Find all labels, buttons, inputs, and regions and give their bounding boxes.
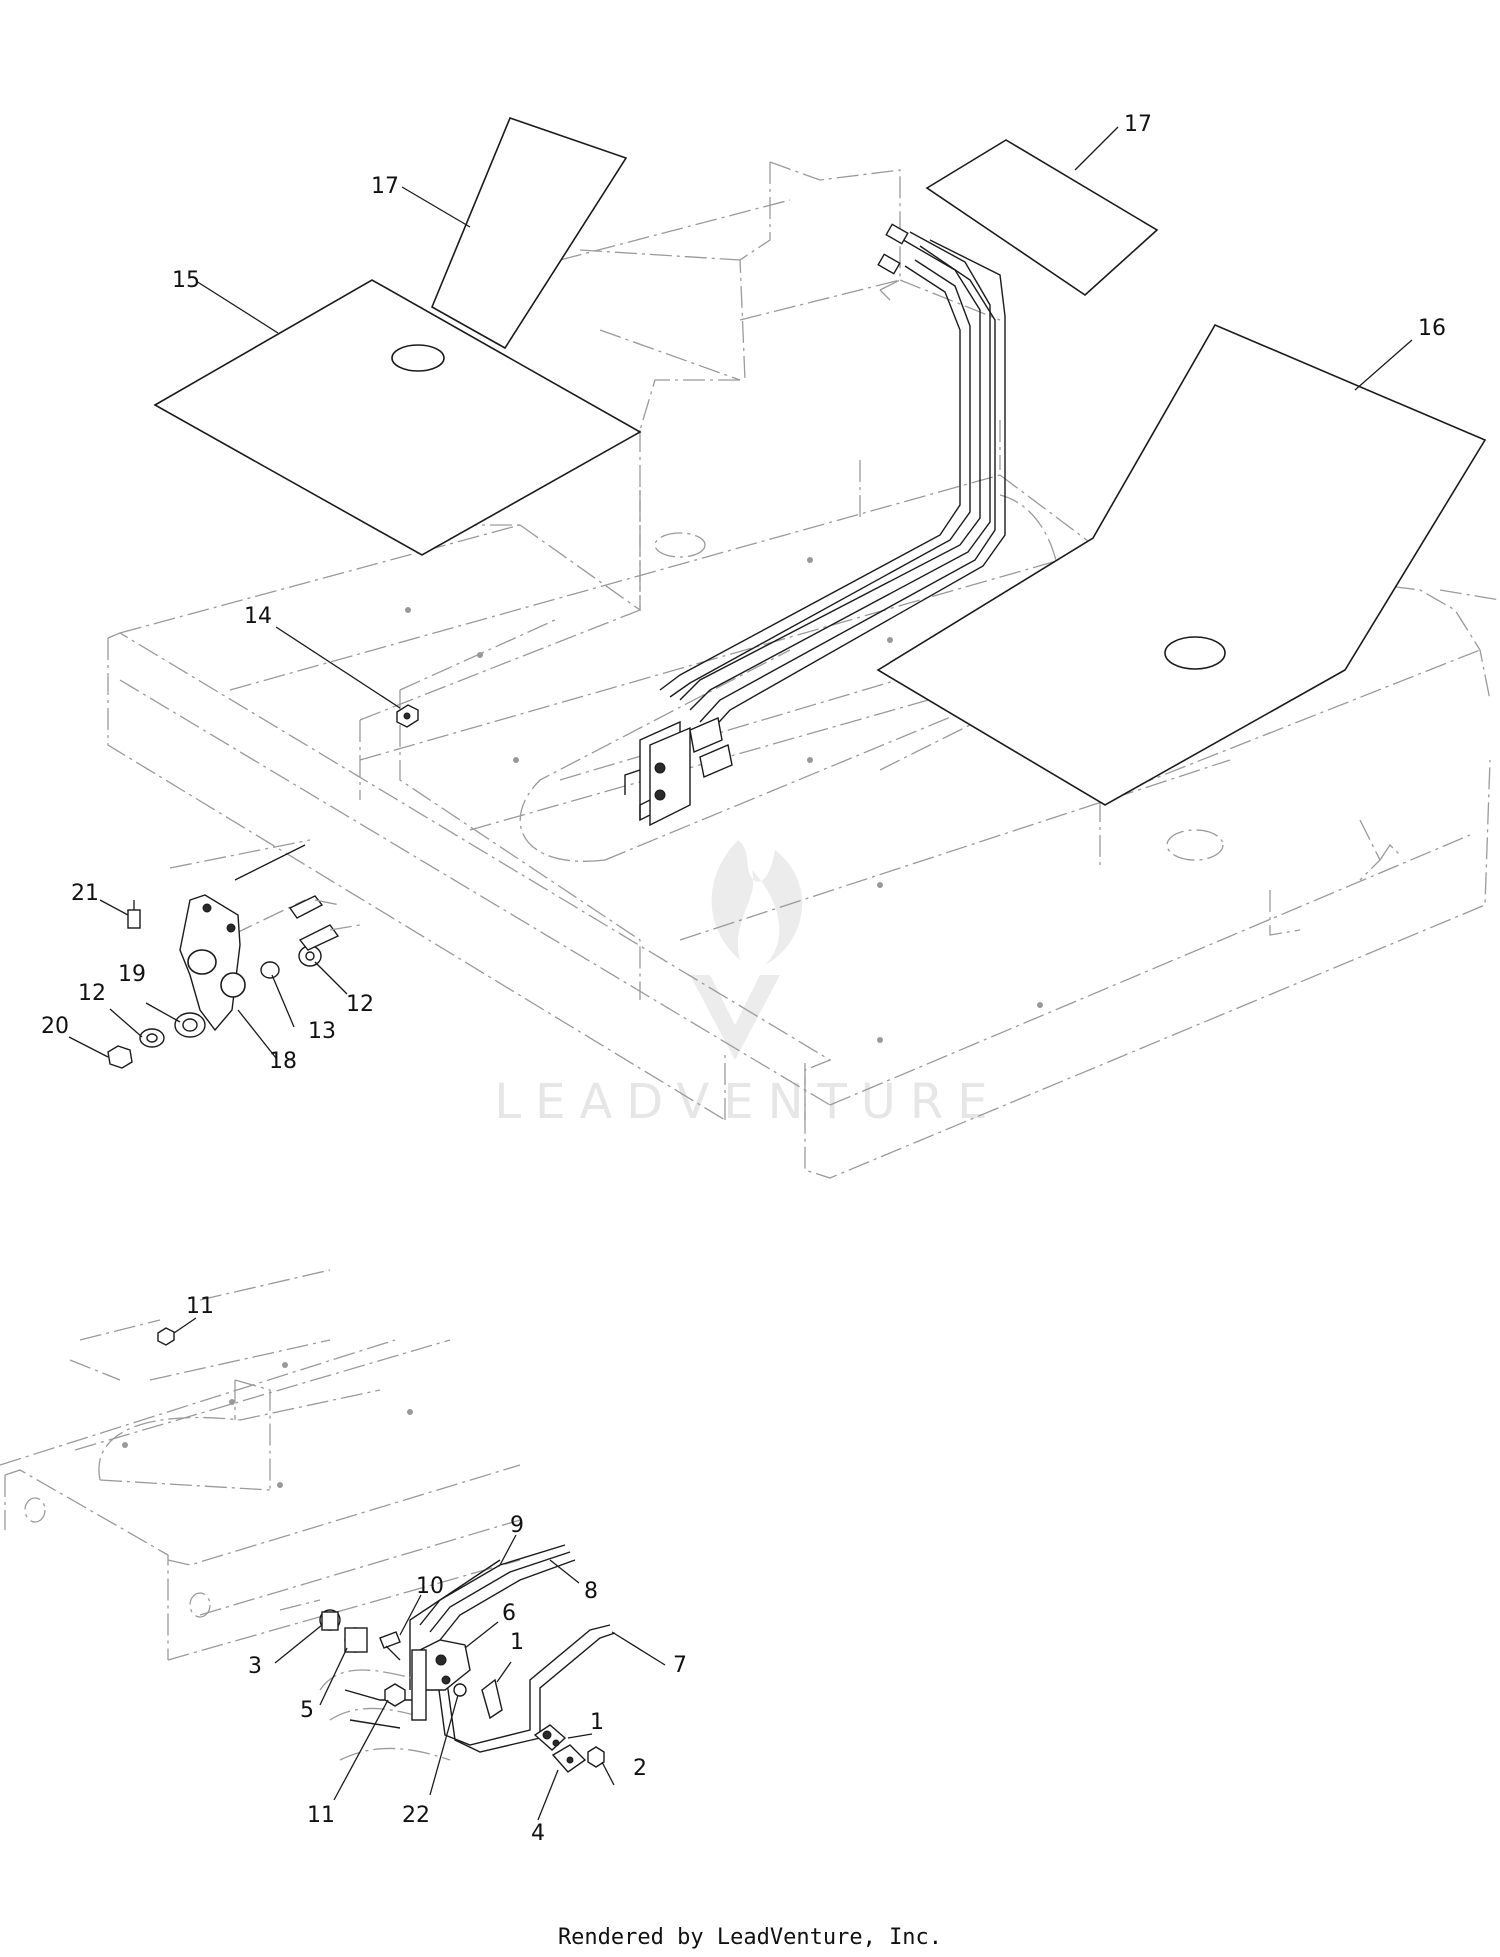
- nut-20: [107, 1045, 133, 1069]
- callout-20: 20: [41, 1014, 69, 1039]
- nut-22: [453, 1683, 467, 1697]
- callout-9: 9: [510, 1513, 524, 1538]
- callout-11-lower: 11: [307, 1803, 335, 1828]
- callout-1-upper: 1: [510, 1630, 524, 1655]
- watermark-flame-icon: [711, 840, 803, 965]
- watermark-v-icon: [690, 975, 780, 1060]
- watermark-text: LEADVENTURE: [494, 1074, 1001, 1130]
- callout-17-left: 17: [371, 174, 399, 199]
- callout-2: 2: [633, 1756, 647, 1781]
- bolt-21: [127, 909, 141, 929]
- callout-1-lower: 1: [590, 1710, 604, 1735]
- callout-5: 5: [300, 1698, 314, 1723]
- decal-16: [876, 323, 1487, 806]
- callout-6: 6: [502, 1601, 516, 1626]
- callout-18: 18: [269, 1049, 297, 1074]
- decal-15: [153, 279, 642, 556]
- callout-13: 13: [308, 1019, 336, 1044]
- washer-13: [260, 961, 280, 979]
- callout-14: 14: [244, 604, 272, 629]
- callout-21: 21: [71, 881, 99, 906]
- decal-15-hole: [391, 344, 445, 372]
- footer-credit: Rendered by LeadVenture, Inc.: [558, 1925, 942, 1950]
- clamp-1-upper: [481, 1678, 503, 1720]
- callout-labels: 17 17 15 16 14 21 19 12 20 13 12 18 11 9…: [41, 112, 1446, 1846]
- callout-10: 10: [416, 1574, 444, 1599]
- callout-15: 15: [172, 268, 200, 293]
- callout-16: 16: [1418, 316, 1446, 341]
- callout-22: 22: [402, 1803, 430, 1828]
- nut-11-lower: [384, 1683, 406, 1707]
- callout-19: 19: [118, 962, 146, 987]
- nut-14: [396, 704, 419, 728]
- nut-11-top: [157, 1327, 175, 1346]
- hydraulic-lines-upper: [624, 223, 1006, 827]
- callout-3: 3: [248, 1654, 262, 1679]
- callout-12-left: 12: [78, 981, 106, 1006]
- callout-8: 8: [584, 1579, 598, 1604]
- decal-16-hole: [1164, 636, 1226, 670]
- hydraulic-assembly-lower: [279, 1544, 616, 1773]
- decal-17-left: [430, 116, 628, 350]
- callout-11-top: 11: [186, 1294, 214, 1319]
- callout-17-right: 17: [1124, 112, 1152, 137]
- decal-17-right: [925, 139, 1159, 297]
- leader-lines: [68, 126, 1413, 1821]
- callout-7: 7: [673, 1653, 687, 1678]
- callout-12-right: 12: [346, 992, 374, 1017]
- callout-4: 4: [531, 1821, 545, 1846]
- watermark: LEADVENTURE: [494, 840, 1001, 1130]
- nut-2: [587, 1746, 605, 1768]
- frame-phantom-upper: [107, 161, 1500, 1179]
- bolt-10: [379, 1631, 401, 1649]
- frame-phantom-lower: [0, 1269, 521, 1661]
- bracket-assembly-18: [107, 839, 361, 1069]
